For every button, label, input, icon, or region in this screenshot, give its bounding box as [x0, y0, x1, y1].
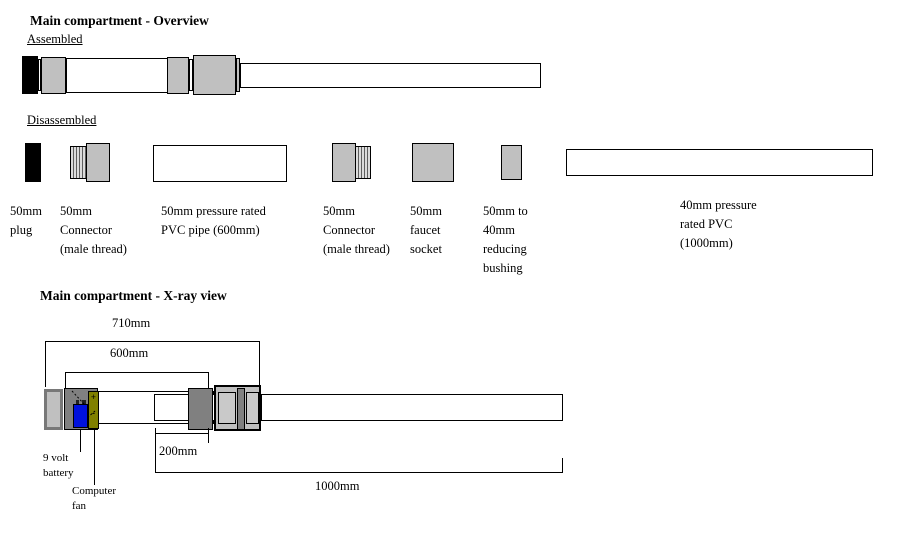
part-faucet-socket	[412, 143, 454, 182]
dim-200-label: 200mm	[159, 444, 198, 458]
battery-terminal-1	[76, 400, 79, 404]
part-connector-2-body	[332, 143, 356, 182]
assembled-connector-1	[41, 57, 66, 94]
part-connector-1-threads	[70, 146, 87, 179]
dim-1000-line	[155, 472, 563, 473]
part-connector-2-threads	[355, 146, 371, 179]
fan-plus-terminal: +	[90, 392, 97, 402]
xray-socket-inner-right	[246, 392, 259, 424]
assembled-connector-2	[167, 57, 189, 94]
dim-710-label: 710mm	[112, 316, 151, 330]
overview-title: Main compartment - Overview	[30, 13, 209, 28]
xray-end-cap	[44, 389, 63, 430]
battery-label: 9 volt battery	[43, 452, 74, 479]
part-label-faucet-socket: 50mm faucet socket	[410, 204, 442, 256]
fan-leader-line	[94, 430, 95, 485]
xray-title: Main compartment - X-ray view	[40, 288, 227, 303]
dim-200-tick-right	[208, 428, 209, 443]
assembled-thread-strip-2	[189, 59, 193, 91]
battery-fan-wires	[71, 390, 96, 419]
part-label-connector-1: 50mm Connector (male thread)	[60, 204, 127, 256]
xray-battery	[73, 404, 88, 428]
part-connector-1-body	[86, 143, 110, 182]
dim-600-label: 600mm	[110, 346, 149, 360]
part-plug	[25, 143, 41, 182]
part-pipe-1000	[566, 149, 873, 176]
dim-710-tick-right	[259, 341, 260, 385]
xray-socket-inner-left	[218, 392, 236, 424]
part-label-plug: 50mm plug	[10, 204, 42, 237]
part-label-pipe-600: 50mm pressure rated PVC pipe (600mm)	[161, 204, 266, 237]
assembled-faucet-socket	[193, 55, 236, 95]
dim-1000-tick-right	[562, 458, 563, 473]
part-label-reducing-bushing: 50mm to 40mm reducing bushing	[483, 204, 528, 275]
part-label-pipe-1000: 40mm pressure rated PVC (1000mm)	[680, 198, 757, 250]
fan-minus-terminal: -	[92, 408, 95, 418]
assembled-thread-strip-1	[38, 59, 41, 91]
battery-leader-line	[80, 430, 81, 452]
assembled-label: Assembled	[27, 32, 83, 46]
dim-710-line	[45, 341, 260, 342]
part-pipe-600	[153, 145, 287, 182]
assembled-pipe-1000	[240, 63, 541, 88]
part-reducing-bushing	[501, 145, 522, 180]
dim-1000-label: 1000mm	[315, 479, 360, 493]
xray-connector-2	[188, 388, 213, 430]
dim-600-tick-left	[65, 372, 66, 389]
part-label-connector-2: 50mm Connector (male thread)	[323, 204, 390, 256]
dim-200-line	[155, 433, 209, 434]
assembled-plug	[22, 56, 38, 94]
xray-computer-fan: + -	[88, 391, 99, 429]
fan-label: Computer fan	[72, 485, 116, 512]
battery-terminal-2	[82, 400, 86, 404]
xray-pipe-1000-body	[261, 394, 563, 421]
dim-710-tick-left	[45, 341, 46, 387]
assembled-pipe-600	[66, 58, 168, 93]
xray-bushing-band	[237, 388, 245, 430]
dim-600-tick-right	[208, 372, 209, 389]
disassembled-label: Disassembled	[27, 113, 97, 127]
dim-600-line	[65, 372, 209, 373]
dim-1000-tick-left	[155, 428, 156, 473]
assembled-bushing-lip	[236, 58, 240, 92]
